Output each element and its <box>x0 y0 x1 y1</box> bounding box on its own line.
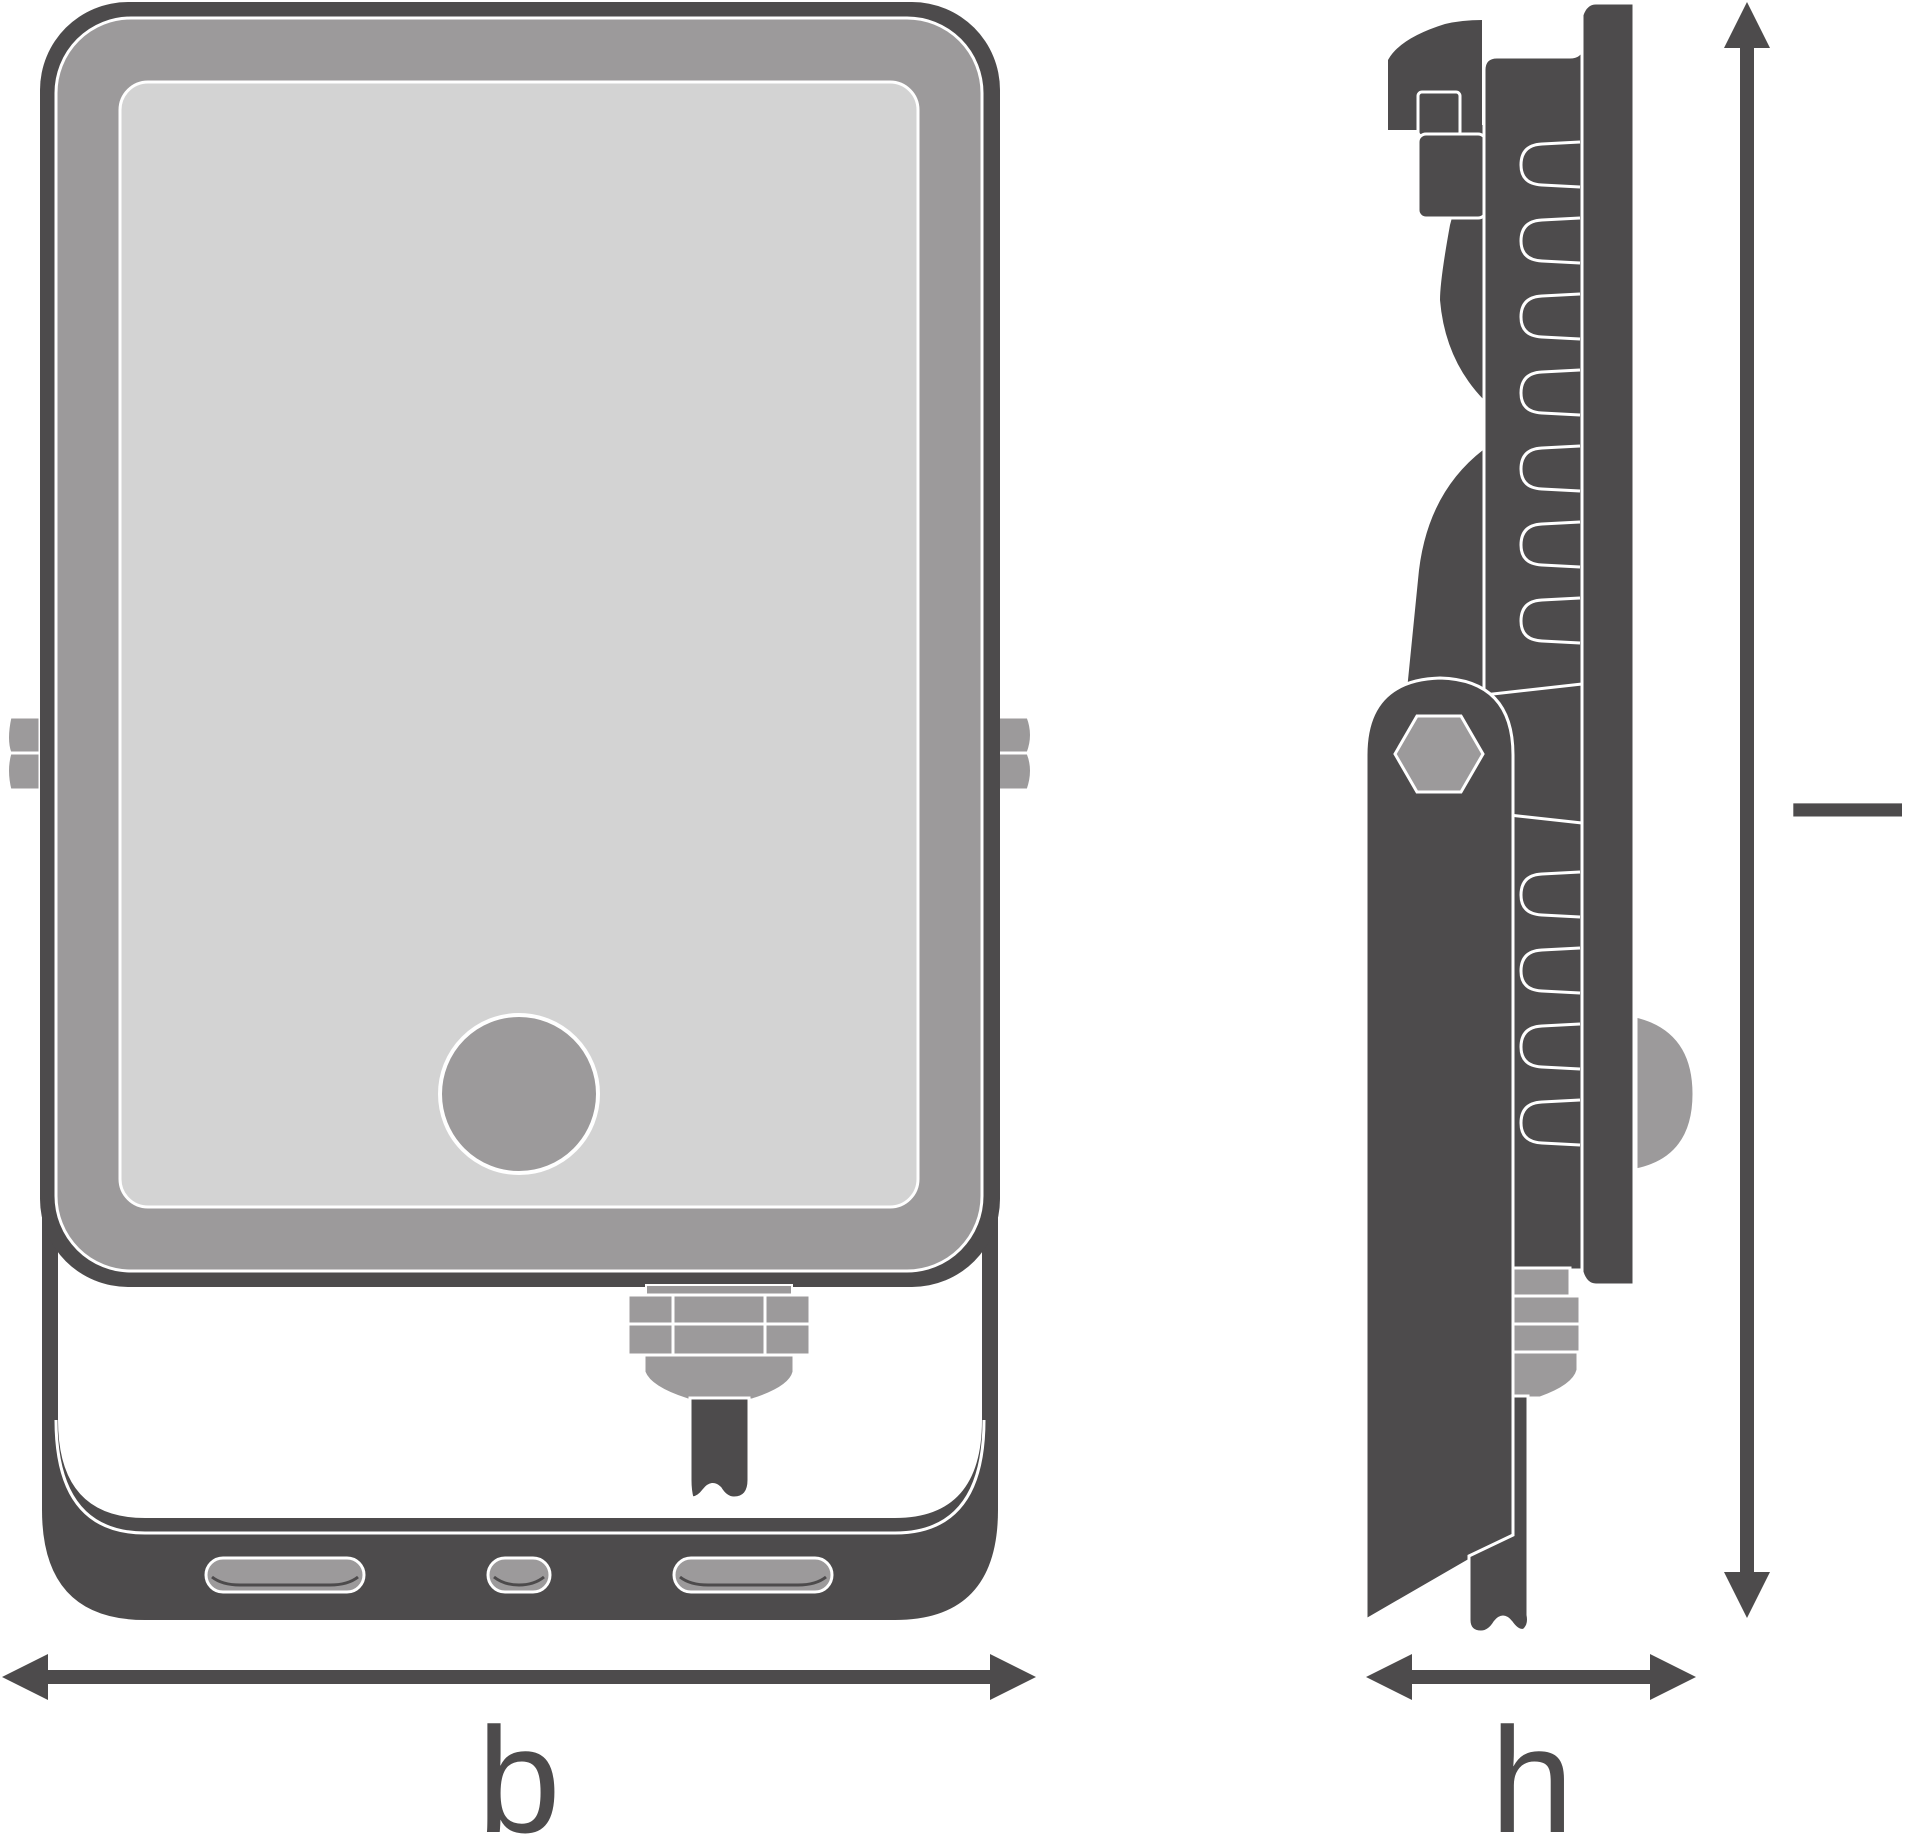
front-view <box>6 2 1033 1620</box>
slot-left <box>204 1556 366 1594</box>
side-nut-right <box>996 715 1033 792</box>
arrowhead-l-top <box>1724 2 1770 48</box>
label-l: l <box>1766 793 1912 826</box>
cable-gland-side <box>1510 1266 1582 1400</box>
mounting-slots <box>204 1556 834 1594</box>
dimension-l <box>1724 2 1770 1618</box>
arrowhead-l-bottom <box>1724 1572 1770 1618</box>
label-h: h <box>1490 1696 1573 1837</box>
pivot-hex-nut <box>1393 714 1485 794</box>
bracket-side <box>1364 676 1515 1623</box>
cooling-fins <box>1483 140 1583 1147</box>
dimension-b <box>2 1654 1036 1700</box>
side-nut-left <box>6 715 42 792</box>
cable-gland <box>626 1284 812 1402</box>
arrowhead-b-left <box>2 1654 48 1700</box>
cable <box>688 1396 751 1500</box>
label-b: b <box>477 1696 560 1837</box>
dimension-h <box>1366 1654 1696 1700</box>
label-l-rotated: l <box>1766 793 1912 826</box>
cable-side <box>1467 1394 1530 1634</box>
motion-sensor-side <box>1634 1014 1696 1172</box>
front-frame <box>1580 1 1636 1287</box>
motion-sensor <box>438 1013 600 1175</box>
arrowhead-h-left <box>1366 1654 1412 1700</box>
slot-right <box>672 1556 834 1594</box>
side-view <box>1364 1 1696 1634</box>
bracket-clamp-lower <box>1416 132 1488 220</box>
arrowhead-h-right <box>1650 1654 1696 1700</box>
slot-center <box>486 1556 552 1594</box>
arrowhead-b-right <box>990 1654 1036 1700</box>
lens-panel <box>118 80 920 1209</box>
bracket-blade <box>1405 450 1484 710</box>
bracket-clamp-upper <box>1416 90 1462 138</box>
